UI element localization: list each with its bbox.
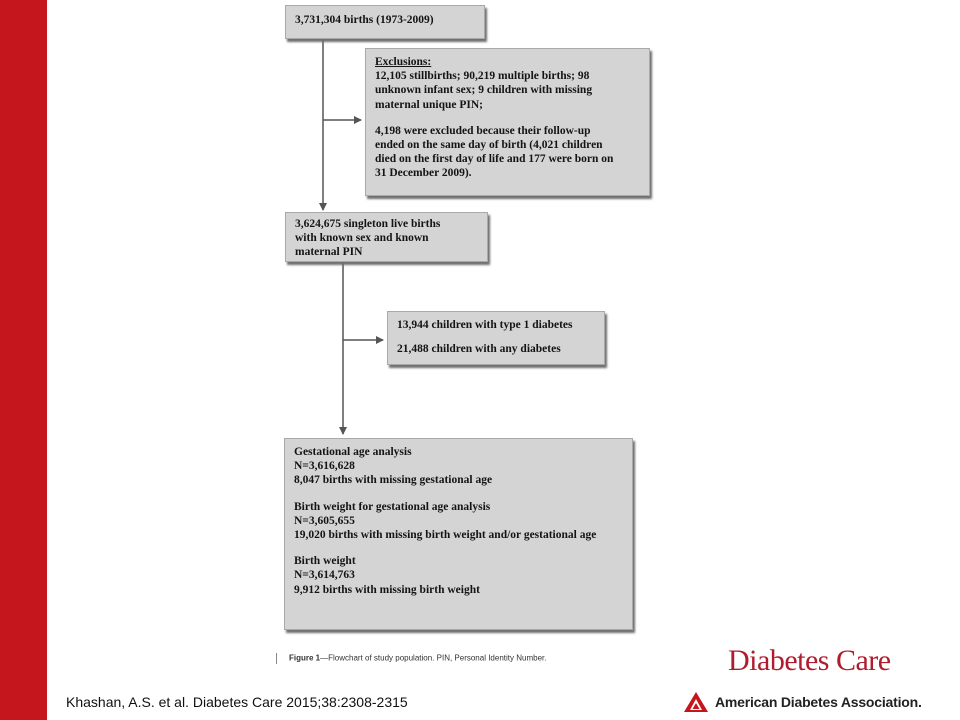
singleton-line: maternal PIN [295,246,363,259]
left-accent-bar [0,0,47,720]
bwga-missing: 19,020 births with missing birth weight … [294,529,597,542]
bw-missing: 9,912 births with missing birth weight [294,583,480,596]
total-births-text: 3,731,304 births (1973-2009) [295,14,434,26]
bwga-n: N=3,605,655 [294,514,355,527]
citation: Khashan, A.S. et al. Diabetes Care 2015;… [66,694,408,710]
singleton-line: with known sex and known [295,232,429,245]
caption-text: —Flowchart of study population. PIN, Per… [320,653,547,663]
figure-caption: Figure 1—Flowchart of study population. … [276,653,606,665]
exclusions-line: unknown infant sex; 9 children with miss… [375,84,593,97]
exclusions-heading: Exclusions: [375,56,432,68]
ada-triangle-logo-icon [684,692,708,712]
diabetes-box: 13,944 children with type 1 diabetes 21,… [387,311,605,365]
exclusions-line: 12,105 stillbirths; 90,219 multiple birt… [375,70,590,83]
ada-logo: American Diabetes Association. [683,690,922,714]
gestational-title: Gestational age analysis [294,446,412,458]
bw-title: Birth weight [294,555,356,568]
total-births-box: 3,731,304 births (1973-2009) [285,5,485,39]
caption-label: Figure 1 [289,653,321,663]
exclusions-line: maternal unique PIN; [375,98,483,111]
journal-logo: Diabetes Care [728,644,891,677]
gestational-n: N=3,616,628 [294,460,355,473]
exclusions-line: 4,198 were excluded because their follow… [375,124,591,137]
exclusions-line: ended on the same day of birth (4,021 ch… [375,139,603,152]
bwga-title: Birth weight for gestational age analysi… [294,500,491,513]
type1-diabetes-text: 13,944 children with type 1 diabetes [397,319,573,331]
any-diabetes-text: 21,488 children with any diabetes [397,343,561,356]
gestational-missing: 8,047 births with missing gestational ag… [294,474,493,487]
exclusions-box: Exclusions: 12,105 stillbirths; 90,219 m… [365,48,650,196]
exclusions-line: died on the first day of life and 177 we… [375,153,614,166]
exclusions-line: 31 December 2009). [375,167,472,180]
singleton-births-box: 3,624,675 singleton live births with kno… [285,212,488,262]
caption-divider [276,653,277,664]
ada-name: American Diabetes Association. [715,694,922,710]
bw-n: N=3,614,763 [294,569,355,582]
analyses-box: Gestational age analysis N=3,616,628 8,0… [284,438,633,630]
singleton-line: 3,624,675 singleton live births [295,218,441,230]
